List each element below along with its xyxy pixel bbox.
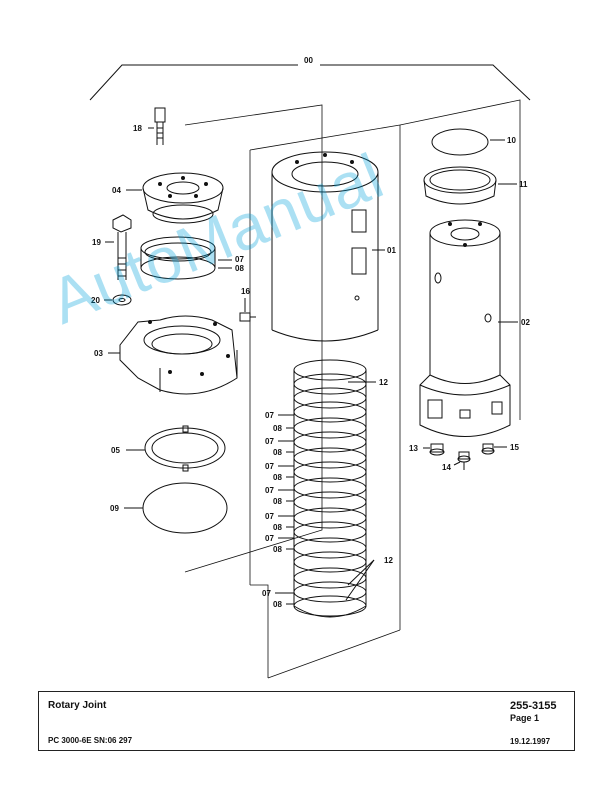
- page-number: Page 1: [510, 713, 540, 723]
- part-09-o-ring: 09: [110, 482, 228, 534]
- part-02-stator: 02: [419, 219, 530, 437]
- callout-20: 20: [91, 296, 100, 305]
- callout-13: 13: [409, 444, 418, 453]
- callout-07-s1: 07: [265, 411, 274, 420]
- part-01-rotor: 01: [271, 151, 396, 342]
- shaft-callouts: 12 12 07 08 07 08 07 08 07 08 07 08 07 0…: [262, 378, 393, 609]
- assembly-bracket: 00: [89, 56, 531, 101]
- callout-09: 09: [110, 504, 119, 513]
- part-11-ring: 11: [423, 166, 528, 205]
- document-date: 19.12.1997: [510, 737, 551, 746]
- callout-07-s3: 07: [265, 462, 274, 471]
- callout-18: 18: [133, 124, 142, 133]
- callout-07-s7: 07: [262, 589, 271, 598]
- part-number: 255-3155: [510, 700, 557, 712]
- callout-08-s1: 08: [273, 424, 282, 433]
- callout-02: 02: [521, 318, 530, 327]
- callout-10: 10: [507, 136, 516, 145]
- part-04-cover: 04: [112, 172, 224, 224]
- callout-19: 19: [92, 238, 101, 247]
- callout-08-s5: 08: [273, 523, 282, 532]
- callout-07-upper: 07: [235, 255, 244, 264]
- callout-01: 01: [387, 246, 396, 255]
- left-group-frame: [184, 104, 323, 573]
- callout-08-upper: 08: [235, 264, 244, 273]
- part-16-fitting: 16: [239, 287, 256, 322]
- callout-14: 14: [442, 463, 451, 472]
- callout-15: 15: [510, 443, 519, 452]
- callout-04: 04: [112, 186, 121, 195]
- part-20-washer: 20: [91, 294, 132, 306]
- exploded-view-drawing: 00 18: [89, 56, 531, 679]
- callout-08-s6: 08: [273, 545, 282, 554]
- middle-group-frame: [249, 124, 401, 678]
- callout-08-s7: 08: [273, 600, 282, 609]
- callout-16: 16: [241, 287, 250, 296]
- assembly-title: Rotary Joint: [48, 700, 107, 711]
- callout-00: 00: [304, 56, 313, 65]
- callout-03: 03: [94, 349, 103, 358]
- part-05-ring: 05: [111, 425, 226, 472]
- part-03-housing: 03: [94, 315, 238, 395]
- callout-07-s6: 07: [265, 534, 274, 543]
- model-serial: PC 3000-6E SN:06 297: [48, 736, 133, 745]
- right-group-frame: [267, 99, 521, 679]
- callout-05: 05: [111, 446, 120, 455]
- callout-12-upper: 12: [379, 378, 388, 387]
- part-10-o-ring: 10: [431, 128, 516, 156]
- callout-08-s3: 08: [273, 473, 282, 482]
- title-block: Rotary Joint 255-3155 Page 1 PC 3000-6E …: [38, 691, 575, 751]
- callout-08-s2: 08: [273, 448, 282, 457]
- callout-11: 11: [519, 180, 528, 189]
- part-07-08-seal-ring-upper: 07 08: [140, 236, 244, 280]
- parts-13-14-15-plugs: 13 14 15: [409, 443, 519, 472]
- part-19-long-bolt: 19: [92, 214, 132, 280]
- part-18-bolt: 18: [133, 107, 166, 145]
- callout-07-s2: 07: [265, 437, 274, 446]
- callout-08-s4: 08: [273, 497, 282, 506]
- callout-07-s4: 07: [265, 486, 274, 495]
- callout-12-lower: 12: [384, 556, 393, 565]
- callout-07-s5: 07: [265, 512, 274, 521]
